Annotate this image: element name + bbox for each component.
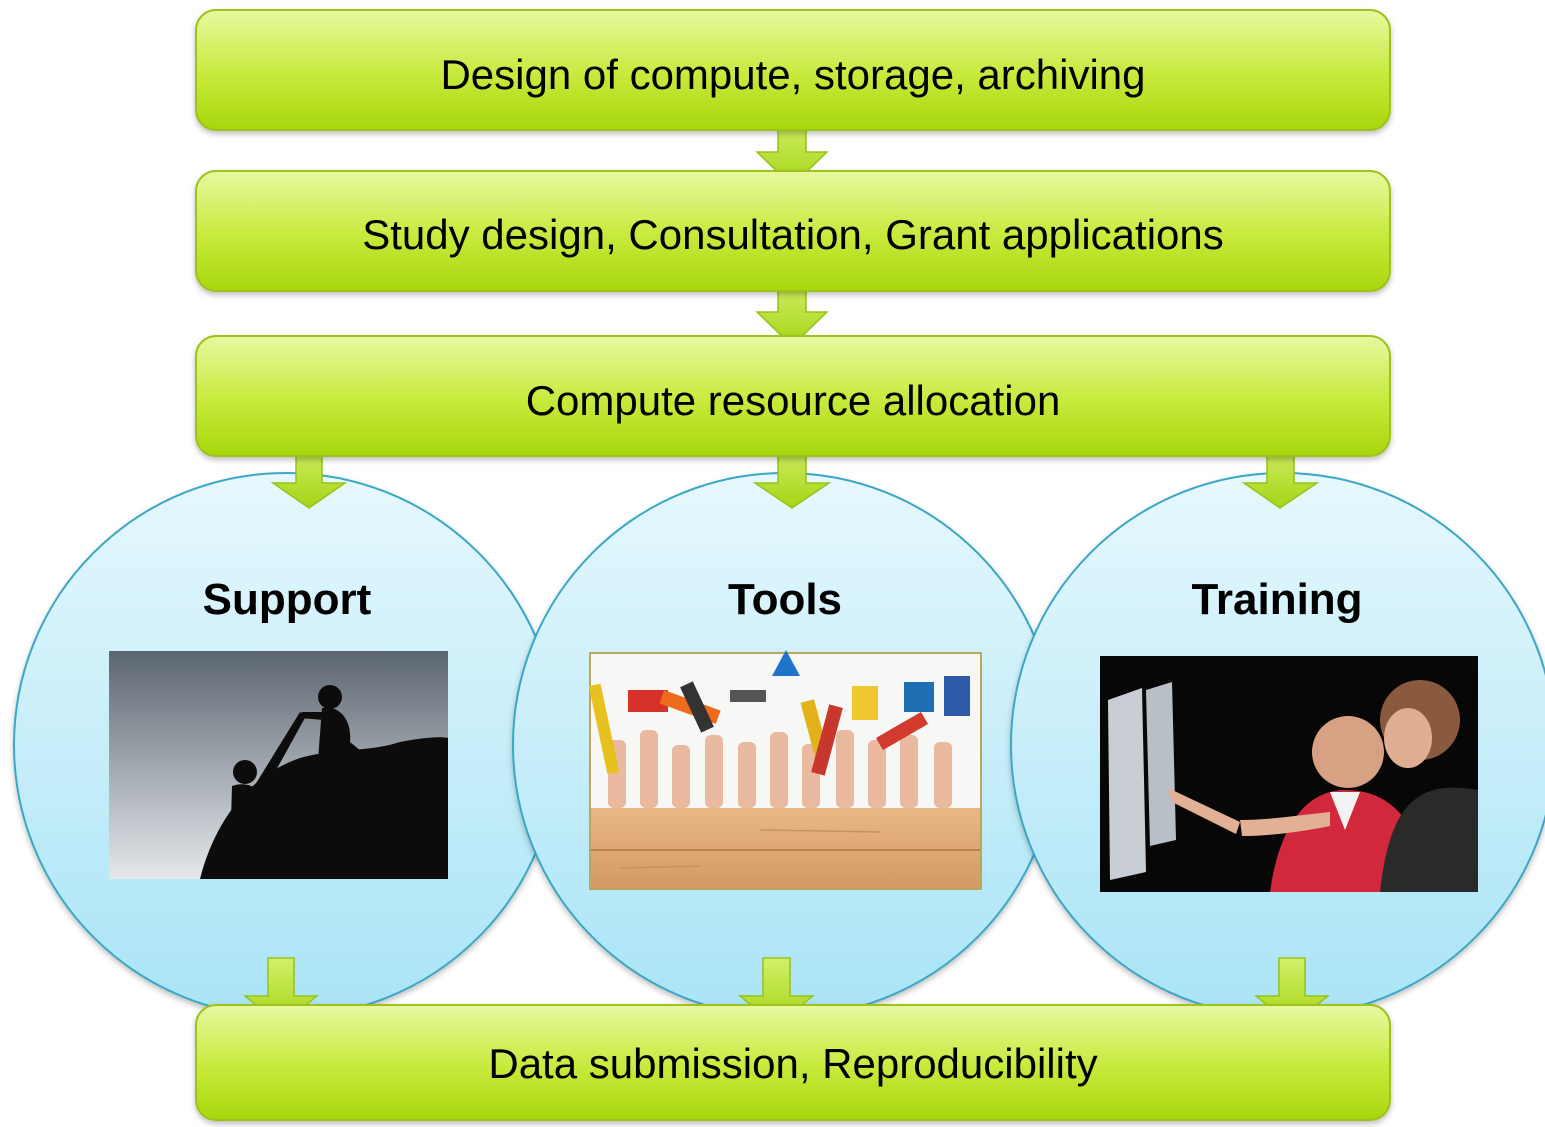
box-design-label: Design of compute, storage, archiving: [440, 51, 1145, 98]
box-study: Study design, Consultation, Grant applic…: [195, 170, 1391, 292]
box-data-label: Data submission, Reproducibility: [488, 1040, 1097, 1087]
support-title: Support: [203, 575, 372, 624]
tools-photo: [588, 650, 982, 890]
box-allocation: Compute resource allocation: [195, 335, 1391, 457]
support-photo: [109, 651, 448, 879]
box-data: Data submission, Reproducibility: [195, 1004, 1391, 1121]
tools-title: Tools: [728, 575, 842, 624]
training-title: Training: [1191, 575, 1362, 624]
training-photo: [1100, 656, 1478, 892]
box-design: Design of compute, storage, archiving: [195, 9, 1391, 131]
box-allocation-label: Compute resource allocation: [526, 377, 1061, 424]
box-study-label: Study design, Consultation, Grant applic…: [362, 211, 1224, 258]
